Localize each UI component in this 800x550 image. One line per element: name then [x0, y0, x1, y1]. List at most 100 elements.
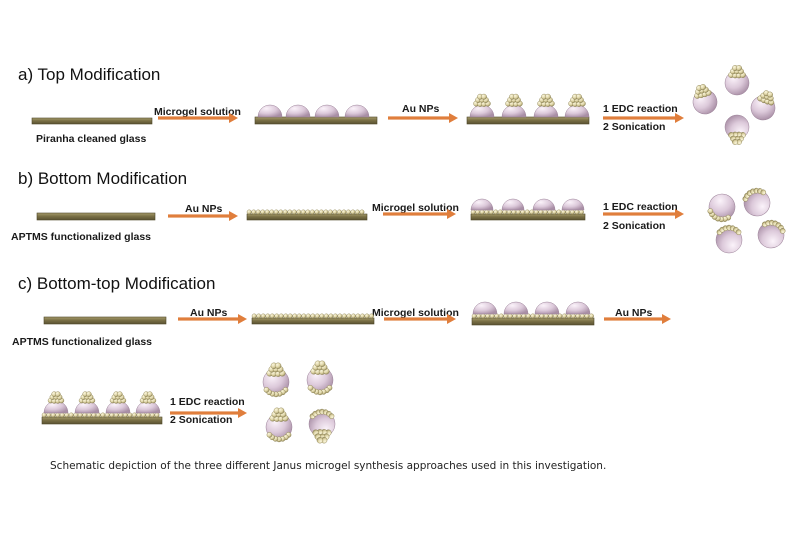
gold-nanoparticle	[291, 209, 297, 215]
heading-bottom-top-modification: c) Bottom-top Modification	[18, 274, 215, 293]
gold-nanoparticle	[91, 412, 97, 418]
gold-nanoparticle	[269, 209, 275, 215]
gold-nanoparticle	[264, 209, 270, 215]
label-piranha-cleaned-glass: Piranha cleaned glass	[36, 133, 146, 145]
arrow-au-nps-b	[168, 211, 238, 221]
gold-nanoparticle	[273, 209, 279, 215]
arrow-shaft	[158, 116, 231, 120]
gold-nanoparticle	[571, 313, 576, 319]
gold-nanoparticle	[113, 412, 119, 418]
janus-microgel	[724, 65, 750, 96]
gold-nanoparticle	[570, 209, 575, 215]
gold-nanoparticle	[141, 412, 146, 418]
gold-nanoparticle	[364, 313, 370, 319]
arrow-head	[447, 314, 456, 324]
gold-nanoparticle	[485, 313, 491, 319]
gold-nanoparticle	[484, 209, 490, 215]
label-edc-reaction-a: 1 EDC reaction	[603, 103, 678, 115]
gold-nanoparticle	[539, 313, 545, 319]
gold-nanoparticle	[337, 313, 343, 319]
gold-nanoparticle-layer	[471, 313, 594, 319]
microgel-layer-c	[472, 301, 591, 315]
gold-nanoparticle	[68, 412, 74, 418]
gold-nanoparticle	[494, 313, 500, 319]
gold-nanoparticle	[481, 93, 487, 100]
gold-nanoparticle	[533, 209, 539, 215]
gold-nanoparticle	[506, 209, 512, 215]
gold-nanoparticle	[307, 385, 314, 391]
label-aptms-glass-b: APTMS functionalized glass	[11, 231, 151, 243]
gold-nanoparticle-layer	[246, 209, 365, 215]
gold-nanoparticle	[117, 391, 123, 397]
arrow-head	[238, 408, 247, 418]
gold-nanoparticle	[565, 209, 571, 215]
heading-bottom-modification: b) Bottom Modification	[18, 169, 187, 188]
gold-nanoparticle	[332, 209, 338, 215]
arrow-head	[662, 314, 671, 324]
arrow-shaft	[178, 317, 240, 321]
gold-nanoparticle	[516, 313, 522, 319]
gold-nanoparticle	[274, 313, 280, 319]
gold-nanoparticle-layer	[251, 313, 374, 319]
arrow-head	[675, 113, 684, 123]
gold-nanoparticle	[589, 313, 594, 319]
glass-slide-with-capped-microgels	[466, 116, 590, 125]
arrow-edc-sonication-a	[603, 113, 684, 123]
arrow-shaft	[384, 317, 449, 321]
microgel	[472, 301, 498, 315]
microgel	[532, 198, 556, 211]
microgel	[533, 104, 559, 118]
label-sonication-b: 2 Sonication	[603, 220, 665, 232]
gold-nanoparticle	[489, 313, 495, 319]
gold-nanoparticle	[77, 412, 83, 418]
gold-nanoparticle	[498, 313, 504, 319]
gold-nanoparticle	[470, 209, 476, 215]
janus-microgel	[757, 219, 786, 249]
janus-microgel-body	[262, 362, 290, 398]
gold-nanoparticle	[369, 313, 374, 319]
gold-nanoparticle	[511, 209, 517, 215]
gold-nanoparticle	[287, 313, 293, 319]
gold-nanoparticle	[260, 209, 266, 215]
gold-nanoparticle	[355, 313, 361, 319]
gold-nanoparticle	[260, 313, 266, 319]
gold-nanoparticle	[59, 412, 65, 418]
gold-nanoparticle	[766, 91, 773, 98]
janus-microgel	[724, 114, 750, 145]
gold-nanoparticle	[314, 209, 320, 215]
gold-nanoparticle	[355, 209, 360, 215]
arrow-shaft	[388, 116, 451, 120]
arrow-microgel-solution-a	[158, 113, 238, 123]
gold-nanoparticle	[521, 313, 527, 319]
arrow-shaft	[603, 116, 677, 120]
gold-nanoparticle	[104, 412, 110, 418]
aptms-glass-slide-b	[36, 212, 156, 221]
glass-slide-with-nps-c	[251, 317, 375, 325]
microgel	[314, 104, 340, 118]
gold-nanoparticle	[318, 209, 324, 215]
gold-nanoparticle	[266, 432, 273, 438]
gold-nanoparticle	[525, 313, 531, 319]
gold-nanoparticle	[557, 313, 563, 319]
double-capped-microgel-layer	[43, 391, 161, 414]
janus-microgel	[742, 187, 771, 217]
microgel	[501, 198, 525, 211]
gold-nanoparticle	[328, 413, 335, 419]
gold-nanoparticle	[309, 209, 315, 215]
gold-nanoparticle	[55, 412, 61, 418]
gold-nanoparticle	[277, 407, 285, 414]
gold-nanoparticle	[86, 391, 92, 397]
glass-slide-with-microgels	[254, 116, 378, 125]
gold-nanoparticle	[476, 313, 482, 319]
label-au-nps-b: Au NPs	[185, 203, 223, 215]
gold-nanoparticle	[542, 209, 548, 215]
gold-nanoparticle	[475, 209, 481, 215]
janus-microgel-body	[265, 407, 293, 443]
gold-nanoparticle	[479, 209, 485, 215]
gold-nanoparticle	[86, 412, 92, 418]
gold-nanoparticle	[95, 412, 101, 418]
label-microgel-solution-b: Microgel solution	[372, 202, 459, 214]
gold-nanoparticle	[341, 313, 347, 319]
gold-nanoparticle	[251, 209, 257, 215]
gold-nanoparticle	[305, 313, 311, 319]
